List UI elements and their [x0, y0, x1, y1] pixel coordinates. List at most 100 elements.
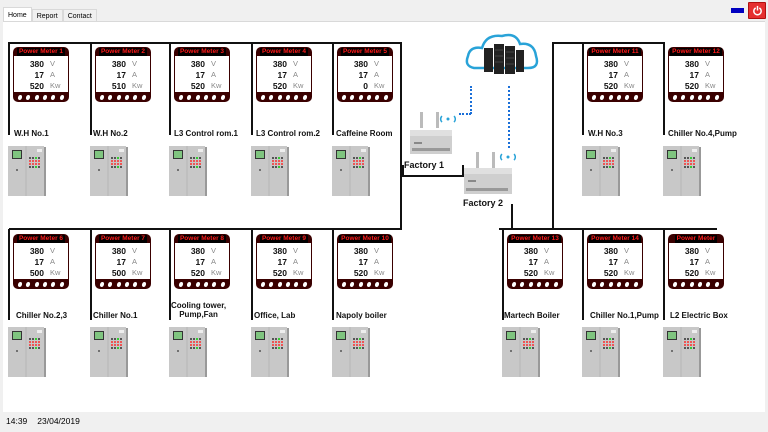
voltage-value: 380 [353, 245, 368, 256]
electrical-cabinet-icon[interactable] [90, 146, 128, 196]
current-value: 17 [34, 69, 44, 80]
current-unit: A [705, 70, 711, 79]
location-label: Chiller No.1,Pump [590, 311, 659, 320]
meter-header: Power Meter 8 [174, 234, 230, 243]
electrical-cabinet-icon[interactable] [582, 146, 620, 196]
tab-home[interactable]: Home [3, 7, 32, 22]
tab-report[interactable]: Report [31, 9, 63, 22]
meter-footer [95, 279, 151, 289]
bus-line [400, 42, 402, 230]
electrical-cabinet-icon[interactable] [169, 327, 207, 377]
electrical-cabinet-icon[interactable] [663, 146, 701, 196]
power-value: 520 [353, 267, 368, 278]
current-value: 17 [116, 256, 126, 267]
drop-line [332, 229, 334, 320]
electrical-cabinet-icon[interactable] [251, 327, 289, 377]
router-icon [464, 152, 517, 194]
meter-title: Power Meter [674, 234, 718, 243]
location-label: Office, Lab [254, 311, 296, 320]
electrical-cabinet-icon[interactable] [332, 146, 370, 196]
electrical-cabinet-icon[interactable] [332, 327, 370, 377]
voltage-unit: V [50, 59, 56, 68]
power-unit: Kw [624, 268, 635, 277]
bus-line [9, 228, 402, 230]
bus-line [552, 42, 664, 44]
voltage-value: 380 [684, 245, 699, 256]
meter-header: Power Meter 6 [13, 234, 69, 243]
current-value: 17 [358, 69, 368, 80]
voltage-unit: V [132, 246, 138, 255]
meter-header: Power Meter 1 [13, 47, 69, 56]
meter-footer [668, 92, 724, 102]
tab-contact[interactable]: Contact [62, 9, 97, 22]
current-value: 17 [195, 256, 205, 267]
power-icon [752, 5, 762, 16]
electrical-cabinet-icon[interactable] [8, 327, 46, 377]
power-button[interactable] [748, 2, 766, 19]
voltage-unit: V [211, 246, 217, 255]
power-value: 500 [29, 267, 44, 278]
meter-title: Power Meter 10 [339, 234, 391, 243]
bus-line [402, 175, 464, 177]
current-value: 17 [608, 69, 618, 80]
electrical-cabinet-icon[interactable] [663, 327, 701, 377]
location-label: L3 Control rom.2 [256, 129, 321, 138]
current-unit: A [293, 257, 299, 266]
electrical-cabinet-icon[interactable] [90, 327, 128, 377]
electrical-cabinet-icon[interactable] [582, 327, 620, 377]
power-unit: Kw [132, 268, 143, 277]
voltage-unit: V [293, 246, 299, 255]
link-line [508, 86, 510, 148]
voltage-unit: V [374, 59, 380, 68]
drop-line [169, 42, 171, 135]
meter-title: Power Meter 9 [259, 234, 309, 243]
minimize-icon[interactable] [731, 8, 744, 13]
electrical-cabinet-icon[interactable] [169, 146, 207, 196]
drop-line [663, 42, 665, 135]
voltage-unit: V [624, 246, 630, 255]
meter-header: Power Meter 13 [507, 234, 563, 243]
meter-footer [668, 279, 724, 289]
current-unit: A [132, 257, 138, 266]
meter-footer [256, 279, 312, 289]
meter-title: Power Meter 14 [589, 234, 641, 243]
meter-title: Power Meter 13 [509, 234, 561, 243]
electrical-cabinet-icon[interactable] [502, 327, 540, 377]
electrical-cabinet-icon[interactable] [8, 146, 46, 196]
electrical-cabinet-icon[interactable] [251, 146, 289, 196]
voltage-value: 380 [272, 245, 287, 256]
location-label: Chiller No.4,Pump [668, 129, 737, 138]
power-unit: Kw [705, 268, 716, 277]
power-value: 520 [190, 267, 205, 278]
voltage-value: 380 [523, 245, 538, 256]
meter-title: Power Meter 8 [177, 234, 227, 243]
factory-2-router[interactable] [462, 150, 517, 196]
power-value: 510 [111, 80, 126, 91]
power-unit: Kw [374, 268, 385, 277]
bus-line [462, 165, 464, 175]
current-unit: A [624, 70, 630, 79]
meter-title: Power Meter 5 [340, 47, 390, 56]
meter-title: Power Meter 6 [16, 234, 66, 243]
factory-1-router[interactable] [406, 112, 457, 158]
meter-header: Power Meter 11 [587, 47, 643, 56]
